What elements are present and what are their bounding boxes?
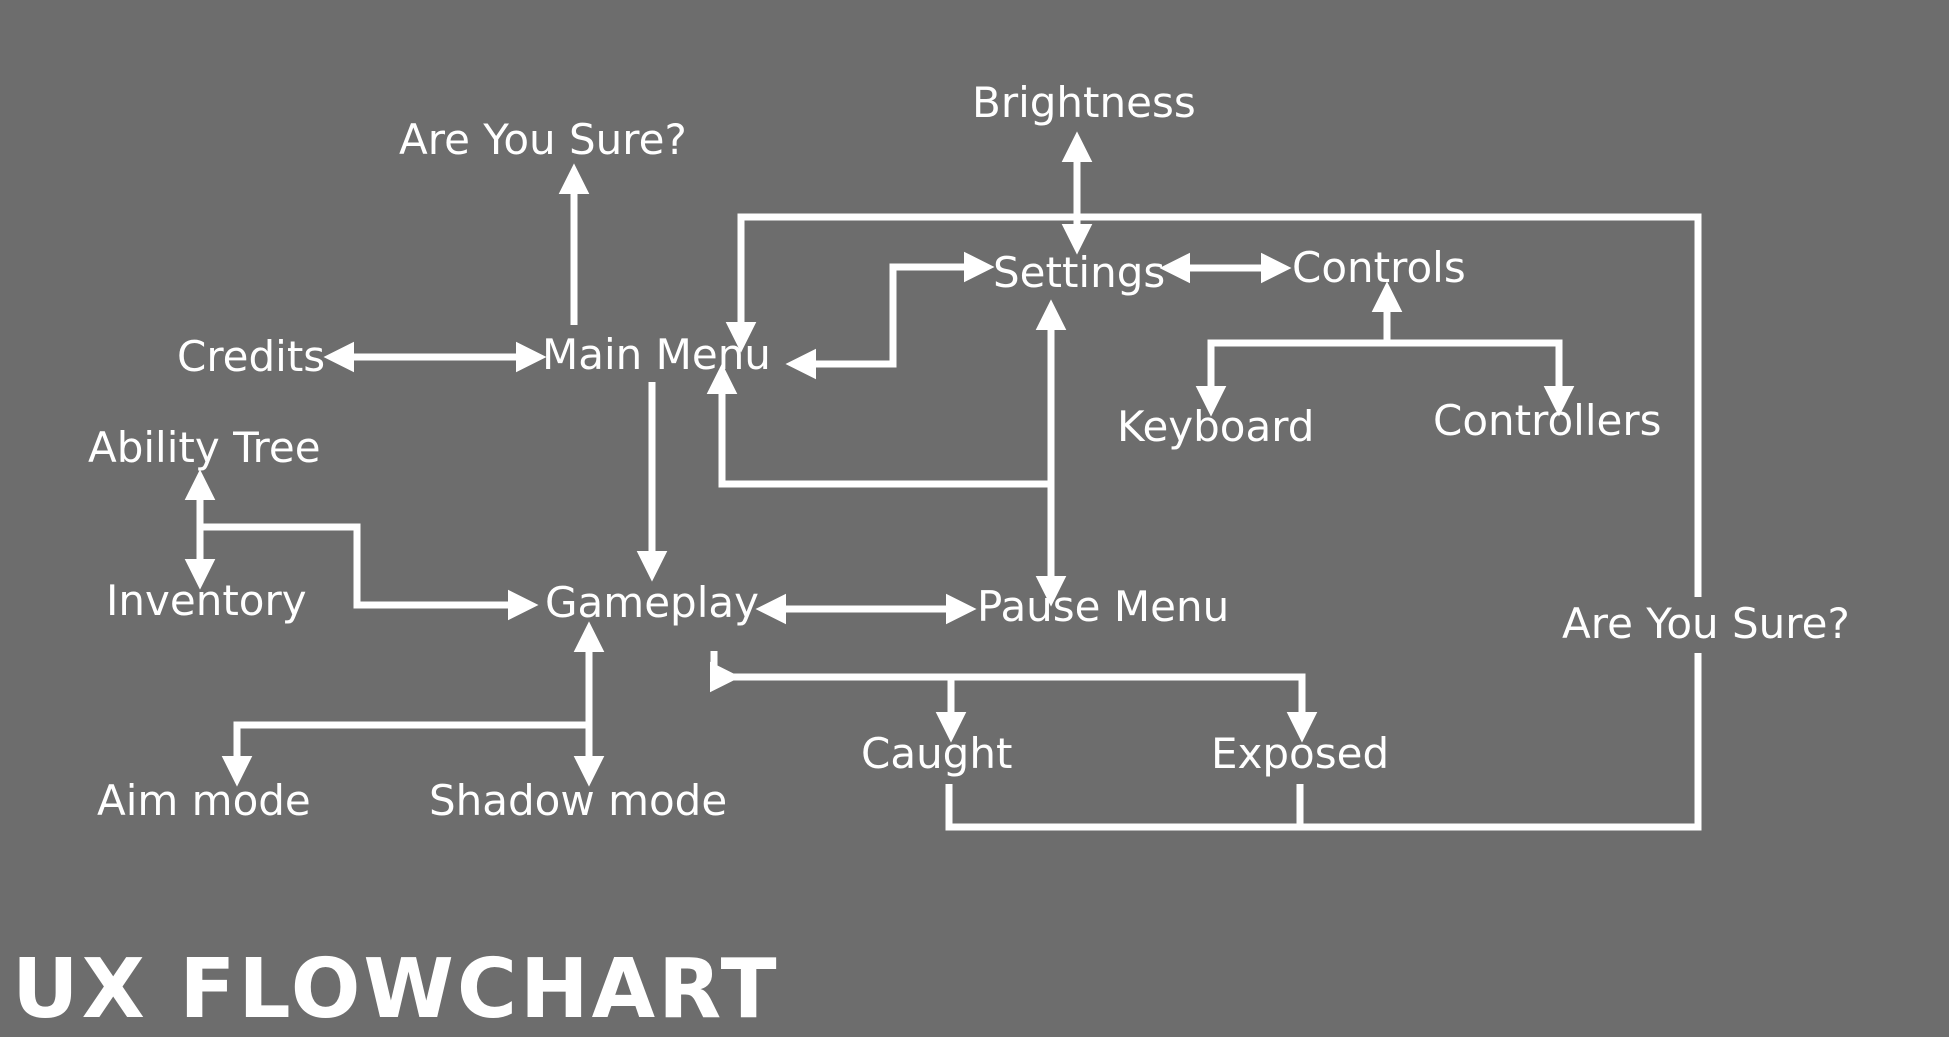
node-aim-mode: Aim mode: [97, 776, 311, 825]
node-ability-tree: Ability Tree: [88, 423, 321, 472]
arrow-inventory-to-gameplay: [200, 523, 539, 621]
arrow-to-aim-mode: [221, 721, 589, 787]
arrow-mainmenu-settings: [785, 251, 995, 380]
node-keyboard: Keyboard: [1117, 402, 1315, 451]
connector-bottom-loop: [945, 653, 1702, 831]
node-brightness: Brightness: [972, 78, 1196, 127]
node-main-menu: Main Menu: [542, 330, 771, 379]
node-caught: Caught: [861, 729, 1013, 778]
node-are-you-sure-right: Are You Sure?: [1562, 599, 1850, 648]
node-credits: Credits: [177, 332, 326, 381]
node-controllers: Controllers: [1433, 396, 1662, 445]
node-settings: Settings: [993, 248, 1166, 297]
node-inventory: Inventory: [106, 576, 307, 625]
node-pause-menu: Pause Menu: [977, 582, 1230, 631]
node-shadow-mode: Shadow mode: [429, 776, 728, 825]
node-gameplay: Gameplay: [545, 578, 759, 627]
connector-outcomes-bus: [710, 651, 1318, 743]
node-exposed: Exposed: [1211, 729, 1390, 778]
node-controls: Controls: [1292, 243, 1466, 292]
connector-right-loop: [725, 213, 1702, 597]
arrow-pause-to-mainmenu: [706, 363, 1051, 488]
flowchart-title: UX FLOWCHART: [12, 942, 780, 1037]
node-are-you-sure-top: Are You Sure?: [399, 115, 687, 164]
connector-controls-split: [1195, 339, 1575, 417]
